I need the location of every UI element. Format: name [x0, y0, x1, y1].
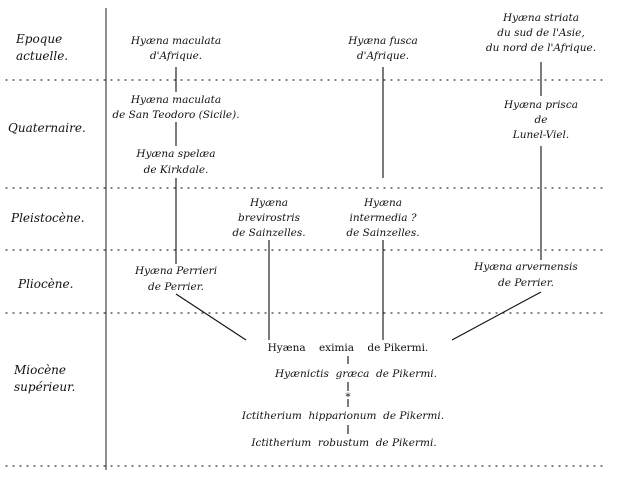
taxon-label-maculata-afrique: d'Afrique. [150, 50, 202, 62]
era-labels: Epoque actuelle. Quaternaire. Pleistocène. P… [8, 32, 86, 394]
taxon-label-arvernensis: de Perrier. [498, 277, 554, 289]
taxon-label-eximia: Hyæna eximia de Pikermi. [268, 342, 429, 354]
era-label: Quaternaire. [8, 121, 86, 135]
era-label: Epoque [15, 32, 62, 46]
taxon-label-intermedia: intermedia ? [349, 212, 416, 224]
taxon-label-perrieri: Hyæna Perrieri [134, 265, 217, 277]
taxon-label-perrieri: de Perrier. [148, 281, 204, 293]
taxon-label-ictitherium-hipparionum: Ictitherium hipparionum de Pikermi. [241, 410, 444, 422]
taxon-label-striata: du sud de l'Asie, [497, 27, 584, 39]
lineage-lines [175, 62, 542, 434]
taxon-label-brevirostris: brevirostris [238, 212, 301, 224]
era-label: Miocène [13, 363, 66, 377]
era-label: actuelle. [16, 49, 68, 63]
taxon-label-brevirostris: Hyæna [249, 197, 288, 209]
taxon-label-spelaea: Hyæna spelæa [135, 148, 215, 160]
taxon-label-hyaenictis: Hyænictis græca de Pikermi. [274, 368, 437, 380]
taxon-label-fusca: d'Afrique. [357, 50, 409, 62]
era-label: Pliocène. [17, 277, 73, 291]
taxon-label-fusca: Hyæna fusca [347, 35, 418, 47]
era-label: supérieur. [14, 380, 75, 394]
era-label: Pleistocène. [10, 211, 85, 225]
taxon-label-maculata-afrique: Hyæna maculata [130, 35, 221, 47]
taxon-label-maculata-san-teodoro: de San Teodoro (Sicile). [112, 109, 239, 121]
taxon-label-spelaea: de Kirkdale. [144, 164, 209, 176]
taxon-label-brevirostris: de Sainzelles. [232, 227, 305, 239]
uncertain-link-mark: * [345, 391, 351, 403]
taxon-label-prisca: de [535, 114, 548, 126]
taxon-label-arvernensis: Hyæna arvernensis [473, 261, 578, 273]
taxon-label-striata: Hyæna striata [502, 12, 579, 24]
taxon-label-striata: du nord de l'Afrique. [486, 42, 596, 54]
lineage-perrieri-eximia [175, 293, 247, 341]
taxon-label-intermedia: Hyæna [363, 197, 402, 209]
taxon-label-ictitherium-robustum: Ictitherium robustum de Pikermi. [250, 437, 436, 449]
taxon-label-maculata-san-teodoro: Hyæna maculata [130, 94, 221, 106]
taxa-labels: Hyæna maculata d'Afrique. Hyæna fusca d'Afr… [112, 12, 596, 449]
taxon-label-prisca: Lunel-Viel. [512, 129, 570, 141]
taxon-label-intermedia: de Sainzelles. [346, 227, 419, 239]
taxon-label-prisca: Hyæna prisca [503, 99, 578, 111]
lineage-arvernensis-eximia [451, 291, 542, 341]
